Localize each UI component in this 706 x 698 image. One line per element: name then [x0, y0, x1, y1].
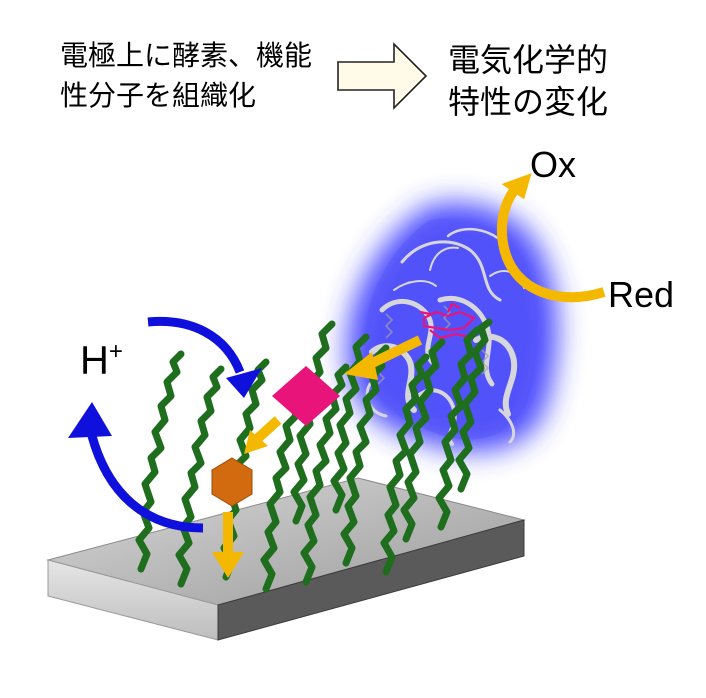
electrode-slab: [46, 477, 526, 641]
caption-right-line1: 電気化学的: [448, 41, 609, 79]
red-label: Red: [608, 274, 675, 315]
proton-charge: +: [108, 338, 123, 365]
diamond-to-hexagon-arrow-head-icon: [244, 430, 268, 454]
ox-label: Ox: [530, 144, 577, 185]
caption-left-line1: 電極上に酵素、機能: [60, 39, 313, 72]
caption-right-line2: 特性の変化: [448, 83, 609, 121]
hexagon-to-electrode-arrow-head-icon: [212, 552, 244, 578]
electron-flow-arrows: [223, 182, 606, 556]
enzyme-to-diamond-arrow-head-icon: [344, 352, 378, 380]
proton-arrow-head-2-icon: [68, 402, 112, 438]
cofactor: [419, 302, 476, 340]
mediator-hexagon-icon: [211, 457, 253, 507]
caption-left-line2: 性分子を組織化: [60, 79, 257, 112]
proton-symbol: H: [80, 338, 109, 383]
proton-label: H+: [80, 338, 123, 383]
transition-arrow-icon: [337, 42, 428, 110]
mediator-diamond-icon: [272, 366, 340, 426]
proton-arrow-head-1-icon: [226, 368, 262, 398]
ox-arrow-head-icon: [501, 173, 532, 200]
proton-cycle-arrows: [87, 316, 245, 533]
